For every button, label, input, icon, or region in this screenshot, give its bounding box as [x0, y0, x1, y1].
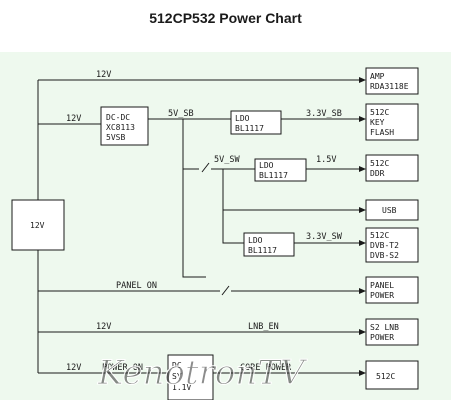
switch-5v-sw: [201, 162, 210, 173]
bottom-partial-box: [167, 354, 214, 400]
ldo-33-sw-box: [243, 232, 295, 257]
ldo-33-sb-box: [230, 110, 282, 135]
dcdc-box: [100, 106, 149, 146]
label-5v-sb: 5V_SB: [168, 109, 194, 119]
wire-5v-sb-branch: [182, 119, 206, 278]
ldo-33-sb-line-1: LDO: [235, 114, 250, 123]
load-dvb-box: [365, 227, 419, 263]
bottom-partial-line-3: 1.1V: [172, 383, 191, 392]
label-lnb-en: LNB_EN: [248, 322, 279, 332]
load-ddr-line-2: DDR: [370, 169, 385, 178]
load-panel-power-line-1: PANEL: [370, 281, 394, 290]
load-ddr-line-1: 512C: [370, 159, 389, 168]
switch-panel: [221, 285, 230, 296]
load-s2-lnb-line-1: S2 LNB: [370, 323, 399, 332]
load-core-line-1: 512C: [376, 372, 395, 381]
load-ddr-box: [365, 154, 419, 182]
source-12v-label: 12V: [30, 221, 45, 230]
load-amp-box: [365, 67, 419, 95]
label-lnb-12v: 12V: [96, 322, 111, 332]
load-key-flash-line-1: 512C: [370, 108, 389, 117]
load-key-flash-box: [365, 103, 419, 141]
load-dvb-line-3: DVB-S2: [370, 251, 399, 260]
dcdc-line-2: XC8113: [106, 123, 135, 132]
arrow-amp: [359, 77, 366, 83]
load-panel-power-line-2: POWER: [370, 291, 394, 300]
dcdc-line-3: 5VSB: [106, 133, 125, 142]
page-title: 512CP532 Power Chart: [149, 10, 302, 26]
load-dvb-line-1: 512C: [370, 231, 389, 240]
arrow-key-flash: [359, 116, 366, 122]
ldo-15-line-2: BL1117: [259, 171, 288, 180]
label-5v-sw: 5V_SW: [214, 155, 240, 165]
load-usb-line-1: USB: [382, 206, 397, 215]
load-core-box: [365, 360, 419, 390]
arrow-panel: [359, 288, 366, 294]
label-33-sb: 3.3V_SB: [306, 109, 342, 119]
ldo-33-sb-line-2: BL1117: [235, 124, 264, 133]
load-s2-lnb-line-2: POWER: [370, 333, 394, 342]
load-s2-lnb-box: [365, 318, 419, 346]
label-panel-on: PANEL ON: [116, 281, 157, 291]
watermark: KenotronTV: [97, 353, 308, 393]
dcdc-line-1: DC-DC: [106, 113, 130, 122]
arrow-lnb: [359, 329, 366, 335]
bottom-partial-line-1: DC: [172, 361, 182, 370]
label-33-sw: 3.3V_SW: [306, 232, 343, 242]
bottom-partial-line-2: SY: [172, 372, 182, 381]
arrow-usb: [359, 207, 366, 213]
ldo-33-sw-line-1: LDO: [248, 236, 263, 245]
label-bottom-12v: 12V: [66, 363, 81, 373]
label-dcdc-in-12v: 12V: [66, 114, 81, 124]
label-15v: 1.5V: [316, 155, 336, 165]
load-usb-box: [365, 199, 419, 221]
label-amp-12v: 12V: [96, 70, 111, 80]
ldo-15-box: [254, 158, 307, 182]
ldo-15-line-1: LDO: [259, 161, 274, 170]
arrow-dvb: [359, 240, 366, 246]
arrow-ddr: [359, 166, 366, 172]
load-key-flash-line-3: FLASH: [370, 128, 394, 137]
load-amp-line-1: AMP: [370, 72, 385, 81]
arrow-core: [359, 370, 366, 376]
load-panel-power-box: [365, 276, 419, 304]
label-power-on: POWER ON: [102, 363, 143, 373]
label-core-power: CORE POWER: [240, 363, 292, 373]
load-amp-line-2: RDA3118E: [370, 82, 409, 91]
load-dvb-line-2: DVB-T2: [370, 241, 399, 250]
ldo-33-sw-line-2: BL1117: [248, 246, 277, 255]
load-key-flash-line-2: KEY: [370, 118, 385, 127]
wire-5v-sw-bus: [222, 169, 244, 244]
source-12v-box: [11, 199, 65, 251]
